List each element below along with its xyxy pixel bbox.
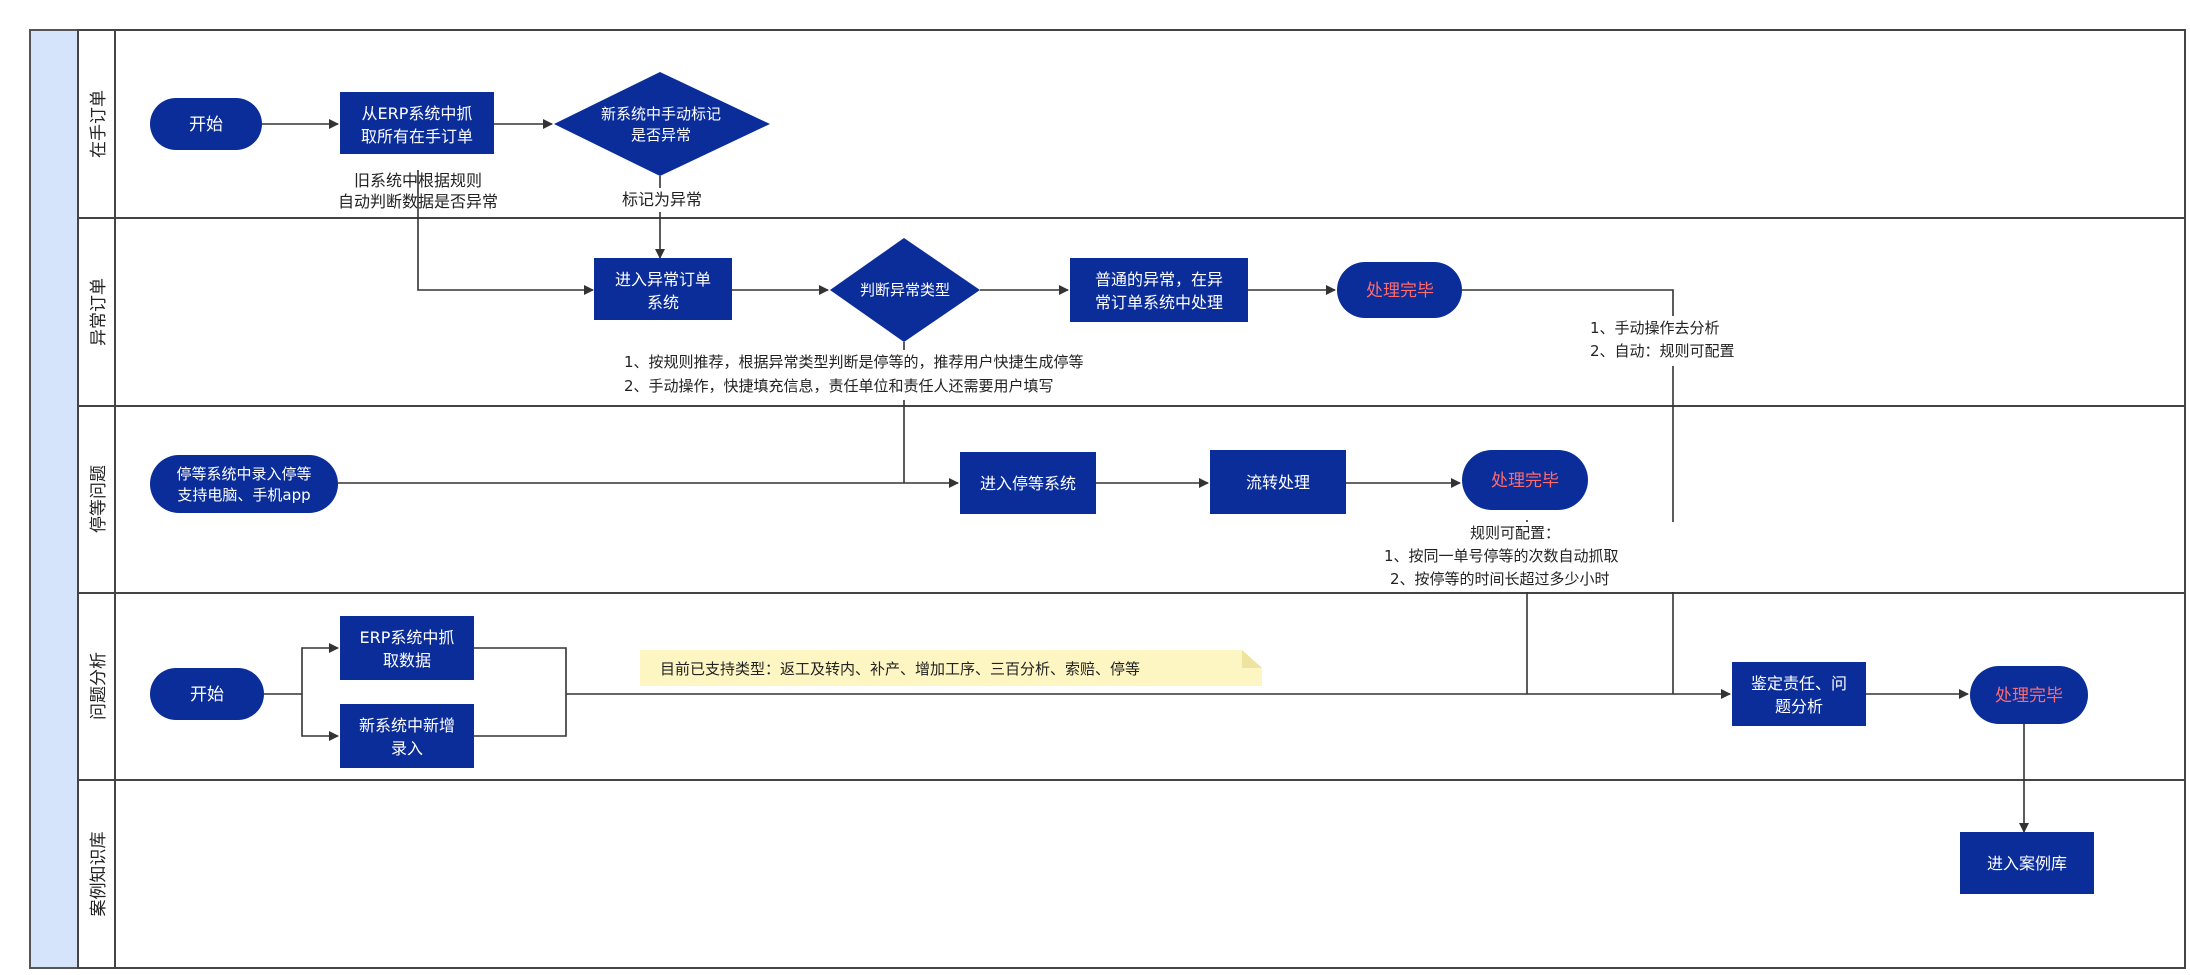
manual-mark-label-line1: 新系统中手动标记: [601, 105, 721, 123]
lane-label-stop-issues: 停等问题: [89, 465, 109, 533]
note-analysis-line2: 2、自动：规则可配置: [1590, 342, 1735, 360]
identify-label-line1: 鉴定责任、问: [1751, 674, 1847, 693]
edge-erp-data-merge: [474, 647, 567, 737]
identify-node: [1732, 662, 1866, 726]
note-mark-abnormal: 标记为异常: [622, 190, 702, 209]
done-node-stop-label: 处理完毕: [1491, 471, 1559, 491]
start-node: [150, 98, 262, 150]
enter-stop-label: 进入停等系统: [980, 474, 1076, 493]
manual-mark-label-line2: 是否异常: [631, 126, 691, 144]
erp-fetch-label-line1: 从ERP系统中抓: [362, 104, 473, 123]
start-node-label: 开始: [189, 115, 223, 135]
erp-data-label-line1: ERP系统中抓: [360, 628, 455, 647]
case-library-label: 进入案例库: [1987, 854, 2067, 873]
enter-abnormal-label-line2: 系统: [647, 293, 679, 312]
note-old-rule-line2: 自动判断数据是否异常: [338, 192, 498, 211]
done-node-stop: [1462, 450, 1588, 510]
judge-type-label: 判断异常类型: [860, 281, 950, 299]
edge-split-to-new-entry: [301, 694, 339, 741]
manual-mark-decision: [554, 72, 770, 176]
stop-entry-label-line1: 停等系统中录入停等: [176, 465, 311, 483]
normal-abnormal-label-line2: 常订单系统中处理: [1095, 293, 1223, 312]
judge-type-decision: [830, 238, 980, 342]
done-node-abnormal: [1337, 262, 1462, 318]
lane-label-problem-analysis: 问题分析: [89, 652, 109, 720]
done-node-analysis: [1970, 666, 2088, 724]
done-node-analysis-label: 处理完毕: [1995, 686, 2063, 706]
supported-types-note-fold: [1242, 650, 1262, 668]
note-analysis-bg: [1586, 316, 1774, 366]
erp-fetch-label-line2: 取所有在手订单: [361, 127, 473, 146]
pool-strip: [29, 29, 79, 969]
enter-stop-node: [960, 452, 1096, 514]
pool-frame: [77, 29, 2186, 969]
new-entry-label-line2: 录入: [391, 739, 423, 758]
supported-types-note: [640, 650, 1262, 686]
note-rule-bg: [1380, 522, 1676, 592]
note-mark-abnormal-bg: [612, 188, 712, 212]
flow-process-label: 流转处理: [1246, 473, 1310, 492]
enter-abnormal-label-line1: 进入异常订单: [615, 270, 711, 289]
note-analysis-line1: 1、手动操作去分析: [1590, 319, 1720, 337]
new-entry-node: [340, 704, 474, 768]
note-judge-line2: 2、手动操作，快捷填充信息，责任单位和责任人还需要用户填写: [624, 377, 1054, 395]
supported-types-text: 目前已支持类型：返工及转内、补产、增加工序、三百分析、索赔、停等: [660, 660, 1140, 678]
erp-fetch-node: [340, 92, 494, 154]
note-rule-line2: 1、按同一单号停等的次数自动抓取: [1384, 547, 1619, 565]
normal-abnormal-node: [1070, 258, 1248, 322]
flow-process-node: [1210, 450, 1346, 514]
note-judge-bg: [622, 350, 1190, 400]
start-node-analysis-label: 开始: [190, 685, 224, 705]
note-rule-line3: 2、按停等的时间长超过多少小时: [1390, 570, 1610, 588]
note-judge-line1: 1、按规则推荐，根据异常类型判断是停等的，推荐用户快捷生成停等: [624, 353, 1084, 371]
stop-entry-label-line2: 支持电脑、手机app: [177, 486, 310, 504]
note-rule-line1: 规则可配置：: [1470, 524, 1560, 542]
normal-abnormal-label-line1: 普通的异常，在异: [1095, 270, 1223, 289]
case-library-node: [1960, 832, 2094, 894]
erp-data-node: [340, 616, 474, 680]
enter-abnormal-node: [594, 258, 732, 320]
edge-erp-to-abnormal: [417, 170, 594, 295]
identify-label-line2: 题分析: [1775, 697, 1823, 716]
lane-label-holding-orders: 在手订单: [89, 90, 109, 158]
done-node-abnormal-label: 处理完毕: [1366, 281, 1434, 301]
lane-label-abnormal-orders: 异常订单: [89, 278, 109, 346]
stop-entry-node: [150, 455, 338, 513]
note-old-rule-line1: 旧系统中根据规则: [354, 171, 482, 190]
erp-data-label-line2: 取数据: [383, 651, 431, 670]
new-entry-label-line1: 新系统中新增: [359, 716, 455, 735]
lane-label-case-library: 案例知识库: [89, 832, 109, 917]
edge-split-to-erp-data: [301, 643, 339, 694]
start-node-analysis: [150, 668, 264, 720]
